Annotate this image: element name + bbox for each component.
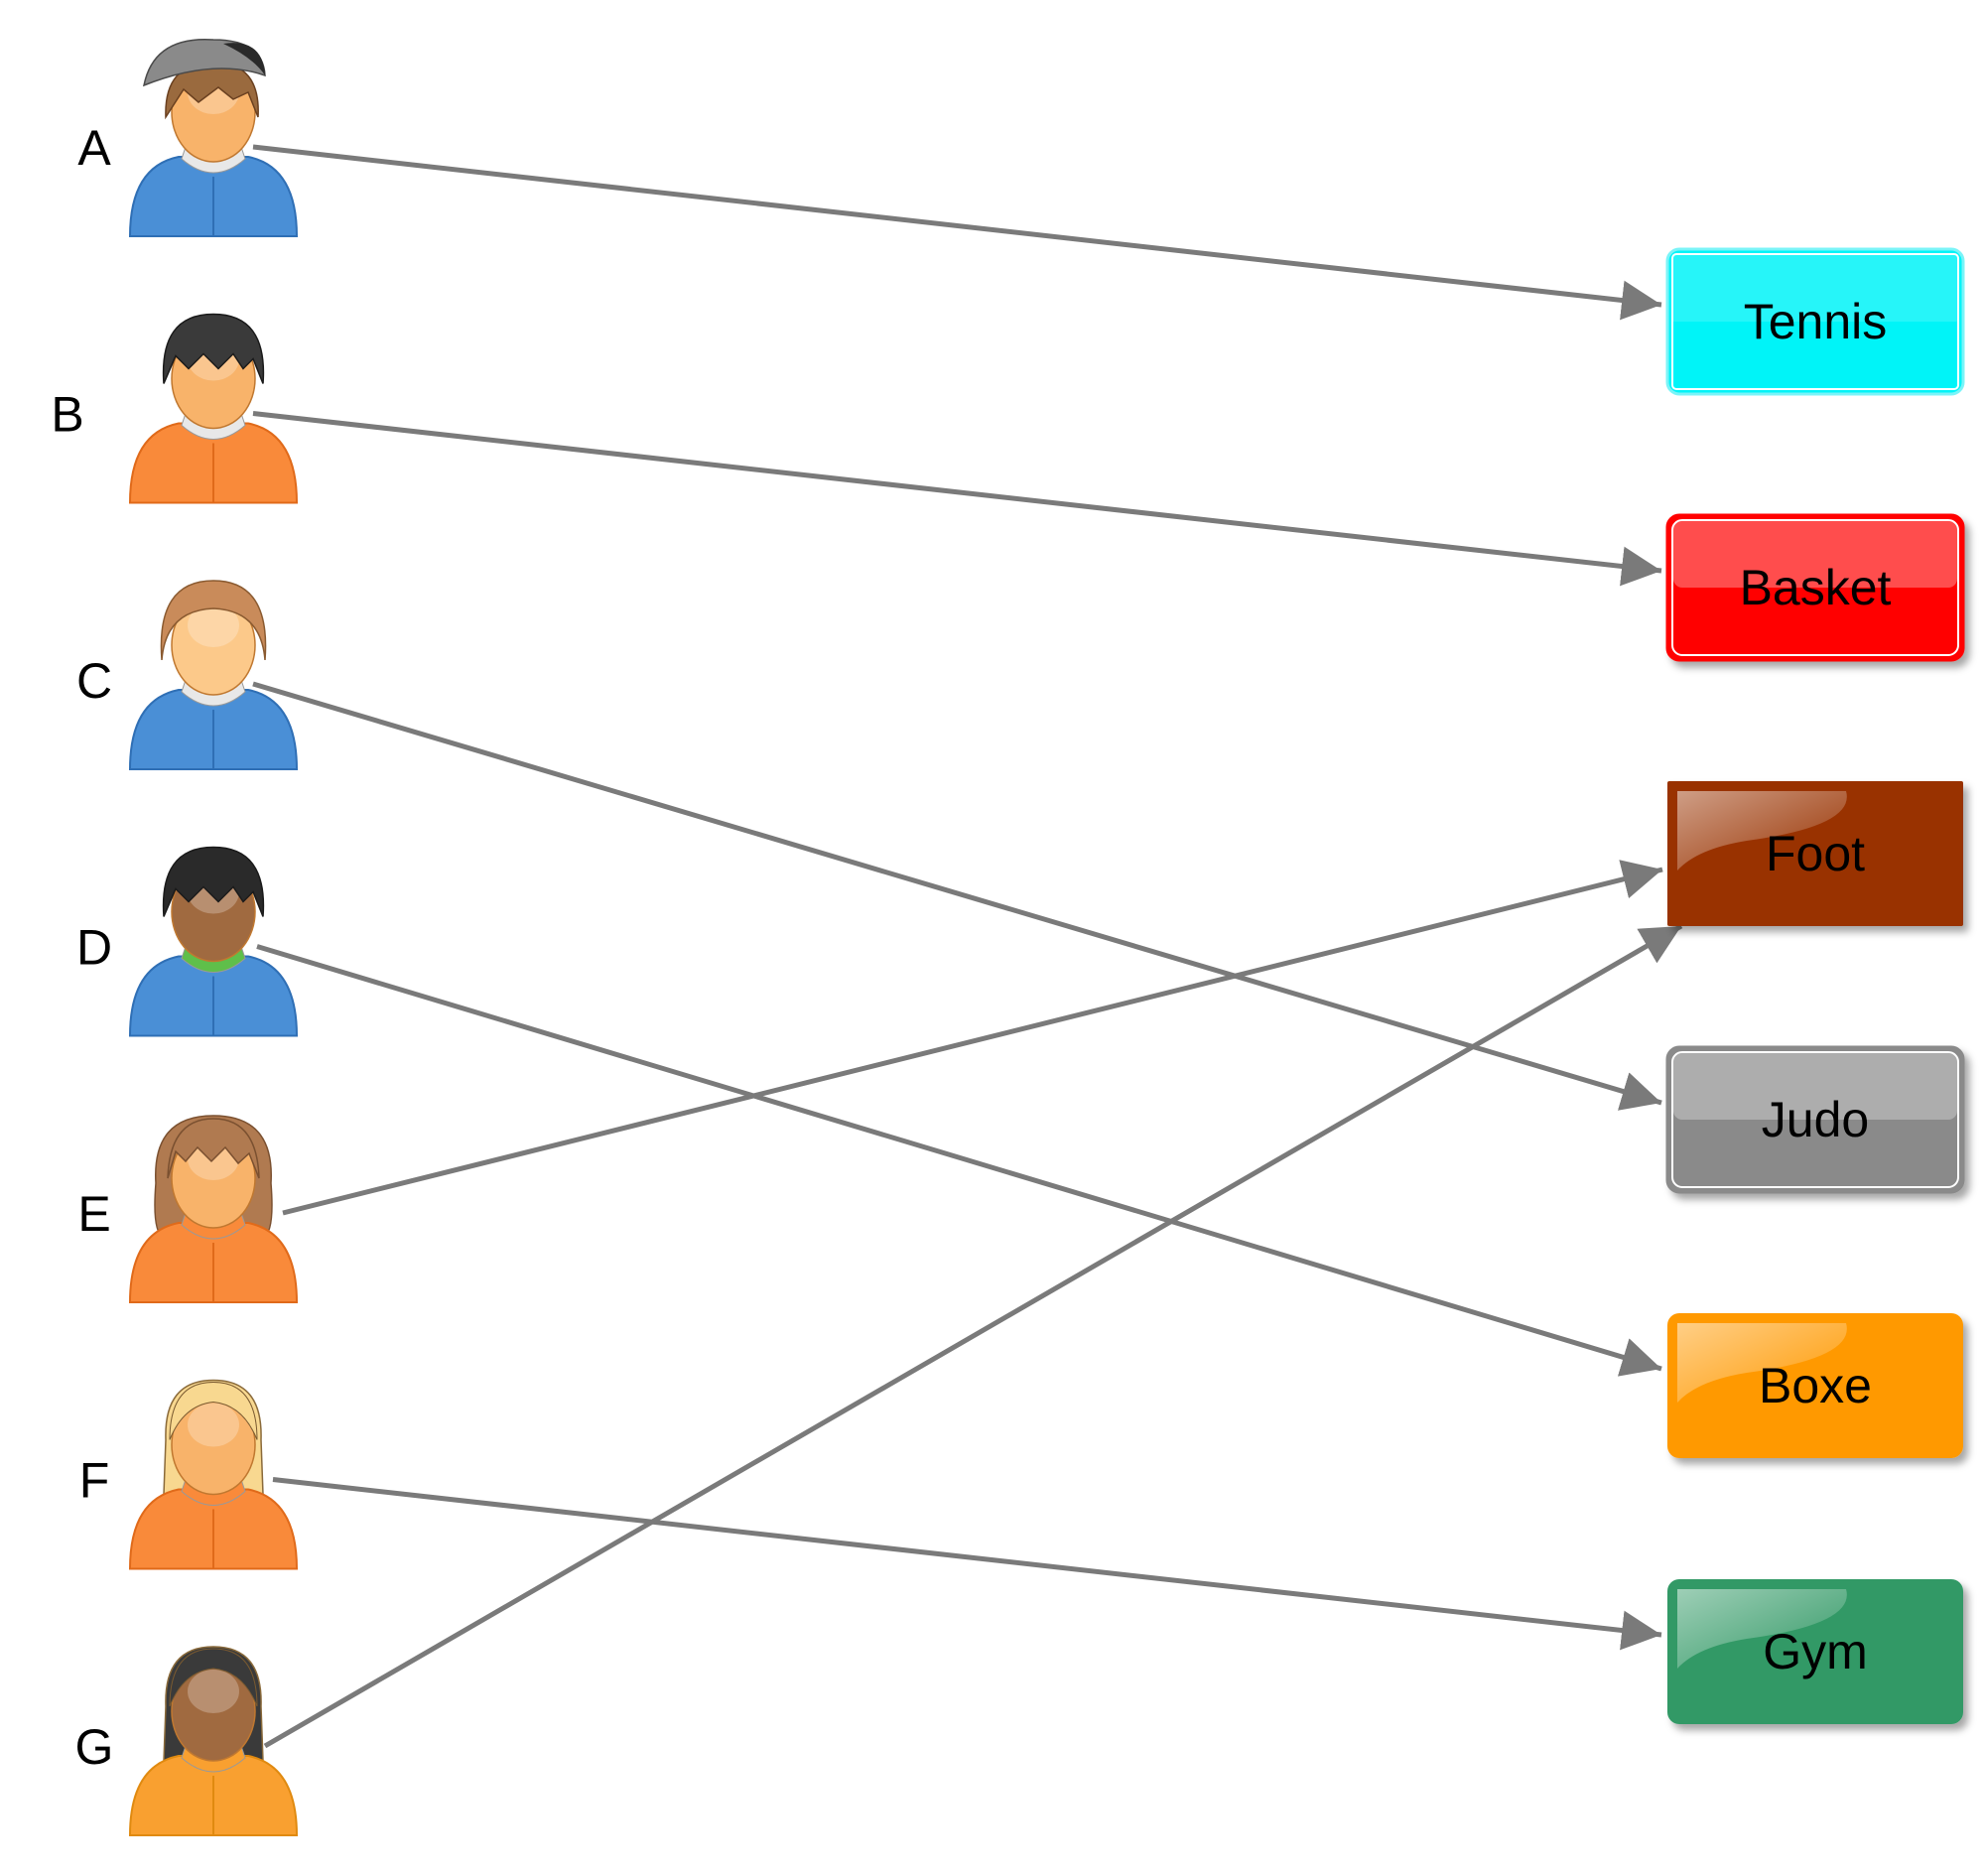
person-avatar-icon (128, 580, 299, 770)
sport-label-basket: Basket (1740, 560, 1892, 615)
sport-box-bg (1665, 247, 1965, 396)
person-avatar-icon (128, 1646, 299, 1836)
person-avatar-icon (128, 1115, 299, 1303)
person-c: C (76, 580, 299, 770)
person-a: A (77, 38, 299, 237)
person-label-a: A (77, 120, 111, 176)
link-f-to-gym (272, 1477, 1662, 1651)
person-avatar-icon (128, 1379, 299, 1570)
sport-label-tennis: Tennis (1744, 294, 1888, 349)
link-c-to-judo (252, 681, 1662, 1111)
links-layer (252, 144, 1683, 1749)
link-g-to-foot (263, 923, 1683, 1749)
person-label-d: D (76, 920, 112, 976)
person-b: B (51, 313, 299, 504)
link-e-to-foot (282, 860, 1663, 1216)
person-label-b: B (51, 387, 83, 443)
sport-label-foot: Foot (1766, 826, 1865, 881)
person-d: D (76, 846, 299, 1037)
sport-label-judo: Judo (1762, 1092, 1869, 1147)
link-d-to-boxe (256, 944, 1662, 1377)
person-g: G (75, 1646, 299, 1836)
person-label-f: F (79, 1453, 110, 1509)
sport-box-bg (1665, 1045, 1965, 1194)
sport-label-gym: Gym (1763, 1624, 1868, 1679)
person-label-g: G (75, 1719, 114, 1775)
sport-box-tennis: Tennis (1665, 247, 1965, 396)
sport-box-foot: Foot (1667, 781, 1963, 926)
person-avatar-icon (128, 846, 299, 1037)
sport-box-basket: Basket (1665, 513, 1965, 662)
link-a-to-tennis (252, 144, 1662, 321)
person-avatar-icon (128, 313, 299, 504)
people-column: A B C D E F G (51, 38, 299, 1836)
sport-box-bg (1665, 513, 1965, 662)
person-label-e: E (77, 1186, 110, 1242)
sport-label-boxe: Boxe (1759, 1358, 1872, 1413)
person-avatar-icon (128, 38, 299, 237)
person-e: E (77, 1115, 299, 1303)
person-f: F (79, 1379, 299, 1570)
sport-box-gym: Gym (1667, 1579, 1963, 1724)
person-label-c: C (76, 653, 112, 709)
link-b-to-basket (252, 411, 1662, 587)
sport-box-judo: Judo (1665, 1045, 1965, 1194)
sport-box-boxe: Boxe (1667, 1313, 1963, 1458)
